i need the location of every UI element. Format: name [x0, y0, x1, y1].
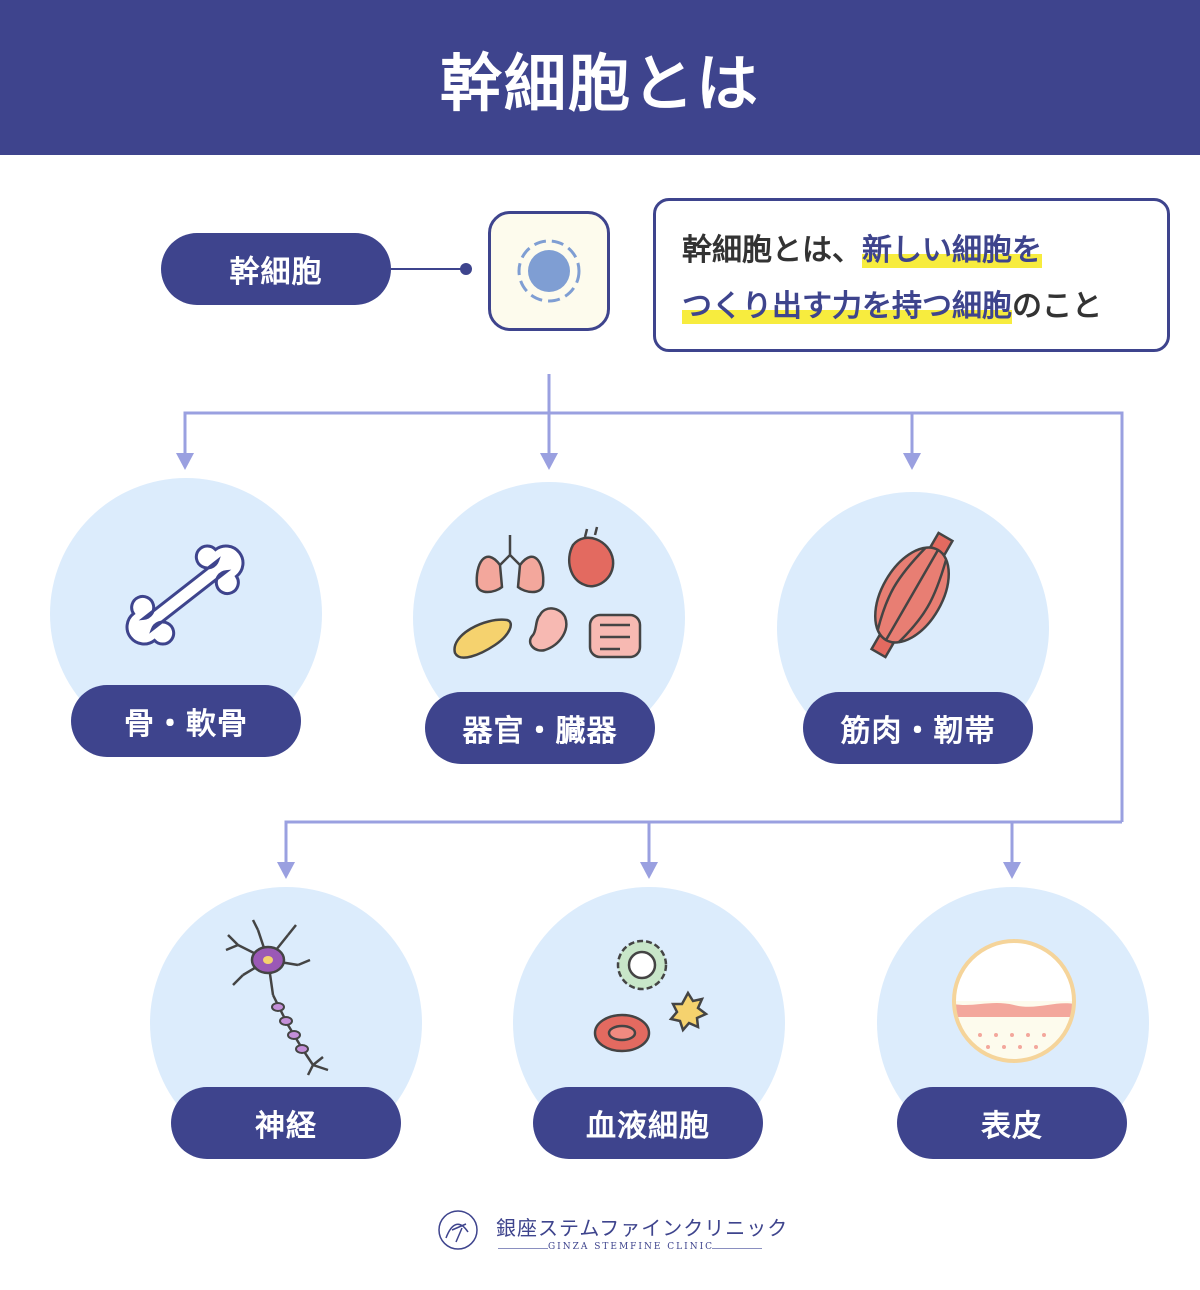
stem-cell-label: 幹細胞 [161, 233, 391, 305]
bone-icon [125, 544, 245, 646]
target-label-blood: 血液細胞 [533, 1087, 763, 1159]
page-title: 幹細胞とは [439, 46, 760, 120]
blood-cells-icon [593, 939, 709, 1053]
neuron-icon [225, 919, 329, 1076]
footer-rule-left [498, 1248, 548, 1249]
clinic-name-ja: 銀座ステムファインクリニック [496, 1216, 789, 1240]
clinic-logo-mark-icon [438, 1210, 478, 1250]
stem-cell-icon [488, 211, 610, 331]
target-label-bone: 骨・軟骨 [71, 685, 301, 757]
target-label-skin: 表皮 [897, 1087, 1127, 1159]
target-label-nerve: 神経 [171, 1087, 401, 1159]
arrowheads [176, 453, 1021, 879]
definition-text-1: 幹細胞とは、 [682, 233, 862, 268]
clinic-logo: 銀座ステムファインクリニック GINZA STEMFINE CLINIC [436, 1208, 787, 1268]
definition-highlight-1: 新しい細胞を [862, 233, 1042, 268]
header-banner: 幹細胞とは [0, 0, 1200, 155]
target-label-organs: 器官・臓器 [425, 692, 655, 764]
target-label-muscle: 筋肉・靭帯 [803, 692, 1033, 764]
organs-icon [453, 526, 642, 659]
skin-icon [952, 939, 1076, 1063]
footer-rule-right [712, 1248, 762, 1249]
definition-box: 幹細胞とは、新しい細胞を つくり出す力を持つ細胞のこと [653, 198, 1170, 352]
clinic-name-en: GINZA STEMFINE CLINIC [547, 1242, 715, 1252]
definition-highlight-2: つくり出す力を持つ細胞 [682, 289, 1012, 324]
muscle-icon [869, 531, 955, 659]
definition-text-2: のこと [1012, 289, 1102, 324]
